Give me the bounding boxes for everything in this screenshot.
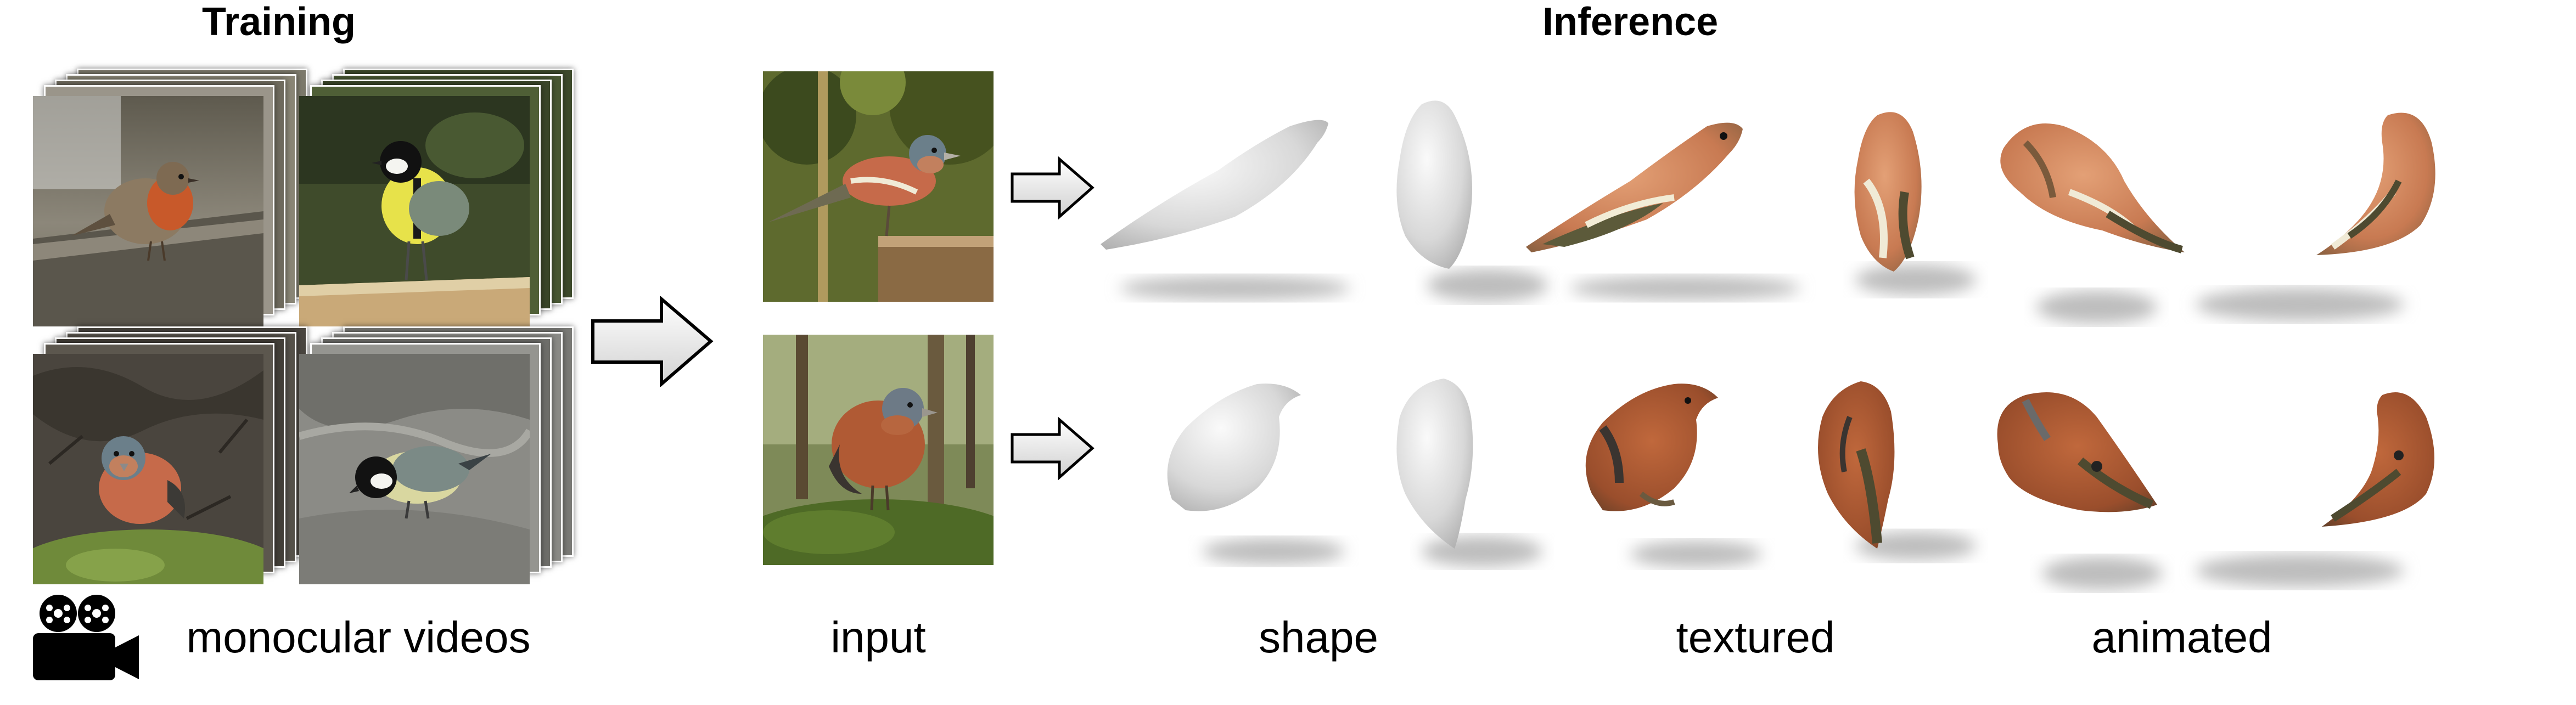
row1-textured-side bbox=[1526, 122, 1743, 252]
video-stack-tit bbox=[299, 69, 574, 326]
row2-textured-front bbox=[1818, 381, 1895, 549]
row2-arrow-icon bbox=[1010, 417, 1095, 480]
row2-outputs bbox=[1092, 351, 2465, 604]
training-to-inference-arrow-icon bbox=[590, 296, 714, 387]
video-stack-tit-rock bbox=[299, 326, 574, 584]
row1-animated-2 bbox=[2316, 112, 2435, 256]
row2-shape-side bbox=[1167, 383, 1301, 511]
inference-heading: Inference bbox=[1542, 0, 1719, 44]
row2-animated-2 bbox=[2322, 392, 2434, 527]
input-caption: input bbox=[830, 613, 926, 662]
textured-caption: textured bbox=[1676, 613, 1835, 662]
row1-arrow-icon bbox=[1010, 156, 1095, 219]
row1-shape-front bbox=[1396, 100, 1472, 269]
video-stack-chaffinch bbox=[33, 326, 307, 584]
row2-textured-side bbox=[1585, 383, 1718, 511]
video-stack-robin bbox=[33, 69, 307, 326]
row1-outputs bbox=[1092, 82, 2465, 335]
row1-textured-front bbox=[1854, 112, 1922, 272]
video-camera-icon bbox=[26, 593, 142, 683]
row1-shape-side bbox=[1101, 120, 1328, 250]
tit-video-frame bbox=[299, 96, 530, 326]
input-image-chaffinch-branch bbox=[763, 71, 994, 302]
row2-animated-1 bbox=[1997, 392, 2157, 512]
animated-caption: animated bbox=[2091, 613, 2272, 662]
input-image-chaffinch-moss bbox=[763, 335, 994, 565]
robin-video-frame bbox=[33, 96, 263, 326]
tit-rock-video-frame bbox=[299, 354, 530, 584]
row1-animated-1 bbox=[2000, 123, 2185, 253]
chaffinch-video-frame bbox=[33, 354, 263, 584]
shape-caption: shape bbox=[1259, 613, 1378, 662]
training-heading: Training bbox=[202, 0, 356, 44]
row2-shape-front bbox=[1396, 379, 1473, 549]
monocular-videos-caption: monocular videos bbox=[186, 613, 531, 662]
